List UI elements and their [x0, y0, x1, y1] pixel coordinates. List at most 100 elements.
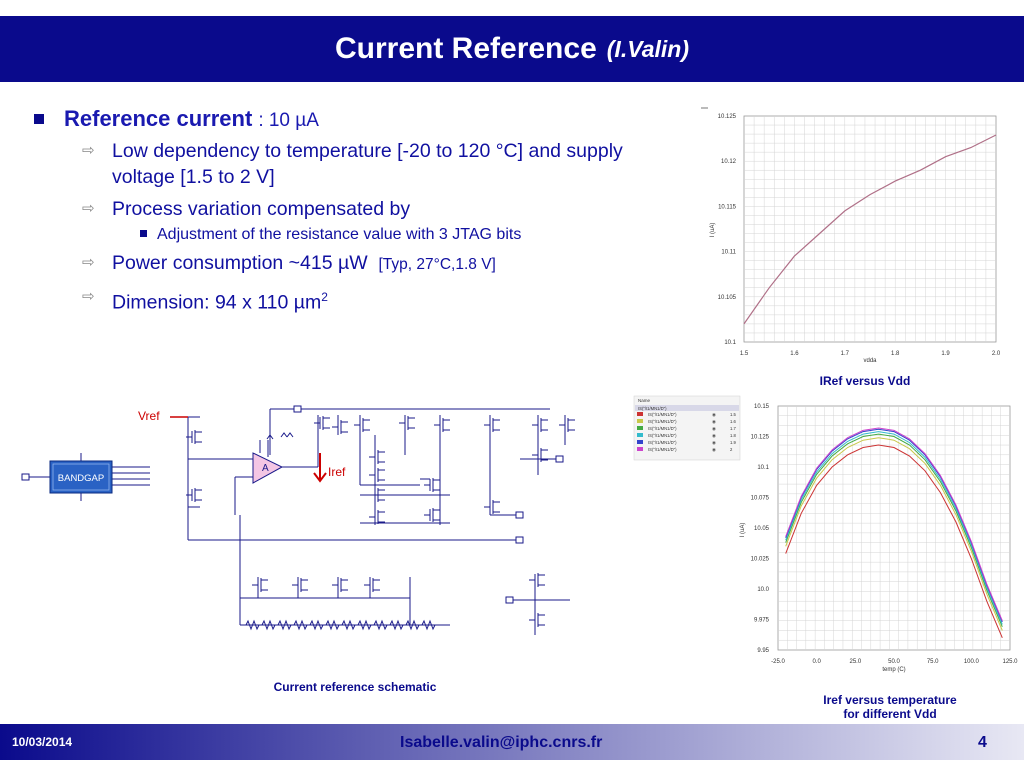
- power-condition: [Typ, 27°C,1.8 V]: [378, 256, 496, 273]
- legend-entry-label: IS("/I1/MN1/D"): [648, 419, 677, 424]
- supply-arrow-icon: [266, 434, 274, 440]
- io-pin-icon: [505, 596, 514, 604]
- y-tick-label: 10.025: [751, 557, 770, 563]
- dimension-superscript: 2: [321, 290, 328, 304]
- y-tick-label: 10.15: [754, 404, 770, 410]
- y-tick-label: 9.95: [757, 648, 769, 654]
- legend-swatch: [637, 440, 643, 444]
- resistor-icon: [325, 619, 340, 631]
- caption-temp-line1: Iref versus temperature: [823, 693, 957, 707]
- mos-transistor-icon: [186, 488, 202, 502]
- y-tick-label: 10.115: [718, 204, 737, 210]
- mos-transistor-icon: [314, 416, 330, 430]
- mos-transistor-icon: [434, 418, 450, 432]
- bullet-power: ⇨ Power consumption ~415 µW [Typ, 27°C,1…: [82, 250, 664, 278]
- legend-swatch: [637, 419, 643, 423]
- y-tick-label: 10.105: [718, 295, 737, 301]
- chart-iref-vs-temp: Name IS("/I1/MN1/D") IS("/I1/MN1/D") ◉ 1.5…: [626, 390, 1024, 686]
- power-line: Power consumption ~415 µW [Typ, 27°C,1.8…: [112, 250, 664, 278]
- caption-schematic: Current reference schematic: [273, 680, 437, 694]
- mos-transistor-icon: [369, 510, 385, 524]
- square-bullet-icon: [34, 114, 44, 124]
- legend-swatch: [637, 426, 643, 430]
- hollow-arrow-icon: ⇨: [82, 288, 95, 305]
- bullet-list: Reference current : 10 µA ⇨ Low dependen…: [34, 106, 664, 316]
- mos-transistor-icon: [364, 578, 380, 592]
- reference-label: Reference current: [64, 106, 253, 131]
- supply-arrow-icon: [280, 432, 288, 438]
- x-tick-label: 1.9: [941, 351, 950, 357]
- chart-vdd-xlabel: vdda: [863, 358, 877, 364]
- y-tick-label: 10.1: [724, 340, 736, 346]
- bandgap-block-inner: [52, 463, 110, 491]
- mos-transistor-icon: [559, 418, 575, 432]
- amplifier-label: A: [262, 463, 269, 474]
- temp-series-line: [785, 437, 1003, 631]
- slide-author: (I.Valin): [606, 35, 689, 62]
- bullet-adjustment: Adjustment of the resistance value with …: [140, 226, 664, 244]
- footer-email: Isabelle.valin@iphc.cnrs.fr: [400, 734, 603, 751]
- resistor-icon: [341, 619, 356, 631]
- small-square-bullet-icon: [140, 230, 147, 237]
- footer-bar: [0, 724, 1024, 760]
- schematic-wires: [26, 408, 570, 635]
- bandgap-label: BANDGAP: [58, 473, 104, 484]
- eye-icon: ◉: [712, 440, 717, 445]
- io-pin-icon: [293, 405, 302, 413]
- legend-rows: IS("/I1/MN1/D")◉1.5IS("/I1/MN1/D")◉1.6IS…: [637, 412, 736, 452]
- footer-page-number: 4: [978, 734, 987, 751]
- mos-transistor-icon: [532, 448, 548, 462]
- temp-series-line: [785, 444, 1003, 638]
- x-tick-label: 100.0: [964, 659, 980, 665]
- mos-transistor-icon: [529, 573, 545, 587]
- bullet-reference-current: Reference current : 10 µA: [34, 106, 664, 132]
- schematic-resistors: [245, 619, 436, 631]
- mos-transistor-icon: [369, 450, 385, 464]
- legend-group-row: [635, 405, 739, 411]
- resistor-icon: [405, 619, 420, 631]
- y-tick-label: 10.125: [751, 435, 770, 441]
- schematic-transistors: [186, 416, 575, 627]
- bullet-temp-dependency: ⇨ Low dependency to temperature [-20 to …: [82, 138, 664, 190]
- resistor-icon: [357, 619, 372, 631]
- y-tick-label: 9.975: [754, 618, 770, 624]
- io-pin-icon: [21, 473, 30, 481]
- hollow-arrow-icon: ⇨: [82, 142, 95, 159]
- legend-entry-value: 1.5: [730, 412, 736, 417]
- temp-dependency-text: Low dependency to temperature [-20 to 12…: [112, 140, 623, 188]
- legend-entry-label: IS("/I1/MN1/D"): [648, 426, 677, 431]
- legend-swatch: [637, 433, 643, 437]
- resistor-icon: [373, 619, 388, 631]
- legend-swatch: [637, 412, 643, 416]
- chart-vdd-series-line: [743, 134, 997, 325]
- iref-label: Iref: [328, 465, 346, 479]
- io-pin-icon: [515, 536, 524, 544]
- chart-temp-legend: Name IS("/I1/MN1/D") IS("/I1/MN1/D") ◉ 1.5…: [633, 395, 741, 461]
- io-pin-icon: [515, 511, 524, 519]
- io-pin-icon: [555, 455, 564, 463]
- power-text: Power consumption ~415 µW: [112, 252, 368, 274]
- legend-entry-value: 1.7: [730, 426, 736, 431]
- legend-entry-label: IS("/I1/MN1/D"): [648, 440, 677, 445]
- bandgap-block: [49, 460, 113, 494]
- x-tick-label: 0.0: [812, 659, 821, 665]
- chart-temp-series: [785, 427, 1003, 638]
- legend-entry-value: 1.6: [730, 419, 736, 424]
- legend-header: Name: [638, 398, 651, 403]
- eye-icon: ◉: [712, 447, 717, 452]
- y-tick-label: 10.125: [718, 114, 737, 120]
- mos-transistor-icon: [369, 468, 385, 482]
- resistor-icon: [389, 619, 404, 631]
- x-tick-label: 1.5: [740, 351, 749, 357]
- legend-entry-label: IS("/I1/MN1/D"): [648, 447, 677, 452]
- chart-vdd-grid: [743, 115, 997, 343]
- process-text: Process variation compensated by: [112, 198, 411, 220]
- iref-arrowhead-icon: [313, 472, 327, 483]
- legend-entry-value: 1.8: [730, 433, 736, 438]
- supply-arrow-icon: [286, 432, 294, 438]
- x-tick-label: 1.7: [841, 351, 850, 357]
- y-tick-label: 10.1: [757, 465, 769, 471]
- legend-entry-label: IS("/I1/MN1/D"): [648, 433, 677, 438]
